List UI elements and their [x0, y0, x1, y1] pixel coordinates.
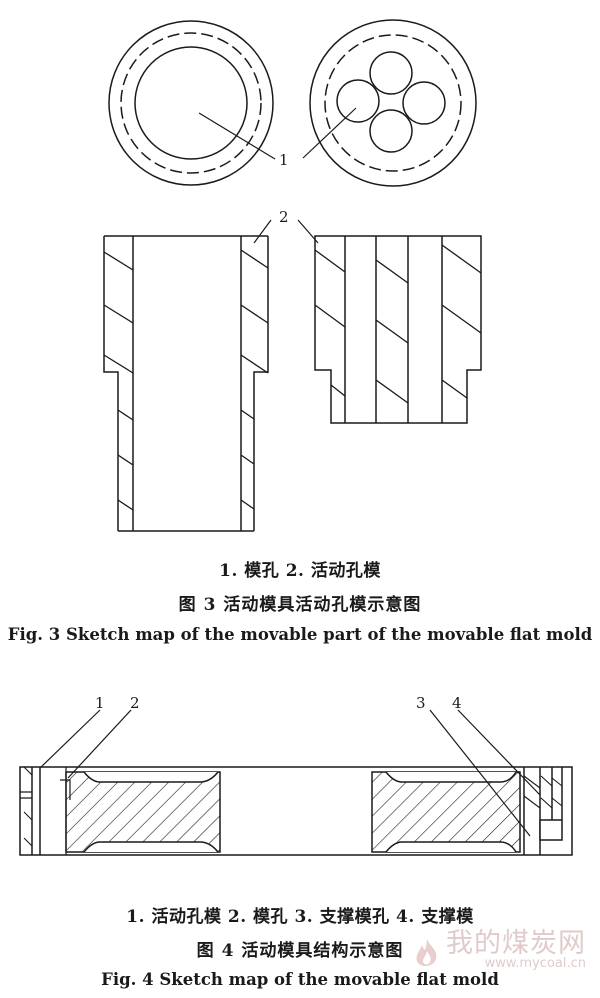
figure3-title-cn: 图 3 活动模具活动孔模示意图 — [178, 595, 422, 615]
figure3-title-en: Fig. 3 Sketch map of the movable part of… — [7, 625, 593, 644]
four-hole-mold-top-view — [309, 19, 477, 187]
figure4-drawing: 1 2 3 4 — [19, 694, 573, 856]
figure4-legend: 1. 活动孔模 2. 模孔 3. 支撑模孔 4. 支撑模 — [126, 907, 474, 927]
flat-mold-plate — [19, 766, 573, 856]
four-hole-mold-section — [314, 235, 482, 424]
figure3-drawing: 1 2 — [103, 19, 482, 532]
figure4-title-en: Fig. 4 Sketch map of the movable flat mo… — [101, 970, 499, 989]
figure4-callout-3: 3 — [416, 694, 426, 712]
figure4-callout-4: 4 — [452, 694, 462, 712]
figure4-callout-1: 1 — [95, 694, 105, 712]
right-edge-support-mold — [523, 767, 563, 855]
figure3-callout-2: 2 — [279, 208, 289, 226]
right-support-block — [371, 771, 521, 853]
left-edge-hole-mold — [20, 766, 71, 855]
flame-logo-icon — [416, 939, 437, 967]
figure3-callout-1: 1 — [279, 151, 289, 169]
figure3-legend: 1. 模孔 2. 活动孔模 — [219, 561, 381, 581]
watermark: 我的煤炭网 www.mycoal.cn — [412, 930, 586, 971]
watermark-text: 我的煤炭网 — [446, 928, 586, 959]
single-hole-mold-top-view — [108, 20, 274, 186]
single-hole-mold-section — [103, 235, 269, 532]
left-support-block — [65, 771, 221, 853]
watermark-url: www.mycoal.cn — [484, 956, 586, 971]
figure4-callout-2: 2 — [130, 694, 140, 712]
figure4-title-cn: 图 4 活动模具结构示意图 — [196, 941, 404, 961]
